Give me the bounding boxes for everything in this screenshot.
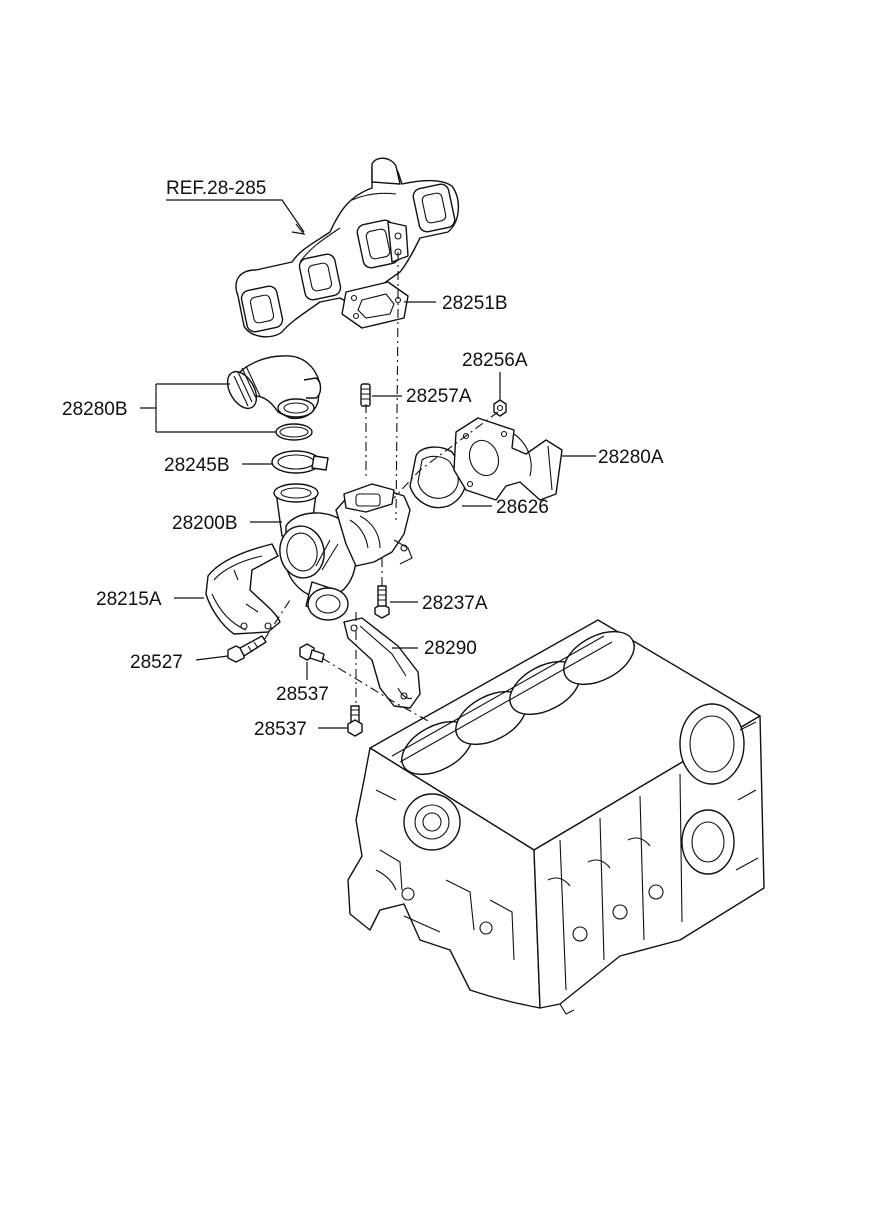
bolt-28537-lower [347, 705, 363, 737]
outlet-elbow-28280A [453, 417, 563, 501]
bolt-28237A [374, 585, 390, 619]
nut-28256A [493, 399, 507, 417]
exhaust-manifold [235, 157, 459, 338]
bracket-28290 [343, 617, 421, 709]
assembly-centerlines [263, 252, 499, 723]
part-label-28200B: 28200B [172, 513, 238, 534]
inlet-elbow-28280B [226, 355, 322, 420]
o-ring [275, 423, 313, 441]
cylinder-block [347, 619, 765, 1015]
part-label-28251B: 28251B [442, 293, 508, 314]
ref-label: REF.28-285 [166, 178, 266, 199]
part-label-28290: 28290 [424, 638, 477, 659]
part-label-28527: 28527 [130, 652, 183, 673]
part-label-28280A: 28280A [598, 447, 664, 468]
turbocharger-28200B [273, 483, 413, 621]
heat-shield-28215A [205, 543, 281, 635]
leader-lines [140, 199, 596, 729]
part-label-28245B: 28245B [164, 455, 230, 476]
part-label-28537-upper: 28537 [276, 684, 329, 705]
hose-clamp-28245B [271, 450, 329, 474]
part-label-28626: 28626 [496, 497, 549, 518]
part-label-28537-lower: 28537 [254, 719, 307, 740]
part-label-28215A: 28215A [96, 589, 162, 610]
part-label-28257A: 28257A [406, 386, 472, 407]
part-label-28256A: 28256A [462, 350, 528, 371]
stud-28257A [360, 383, 371, 407]
gasket-28626 [409, 446, 467, 509]
bolt-28537-upper [299, 643, 325, 663]
part-label-28280B: 28280B [62, 399, 128, 420]
bolt-28527 [227, 635, 267, 663]
gasket-28251B [341, 281, 409, 329]
part-label-28237A: 28237A [422, 593, 488, 614]
